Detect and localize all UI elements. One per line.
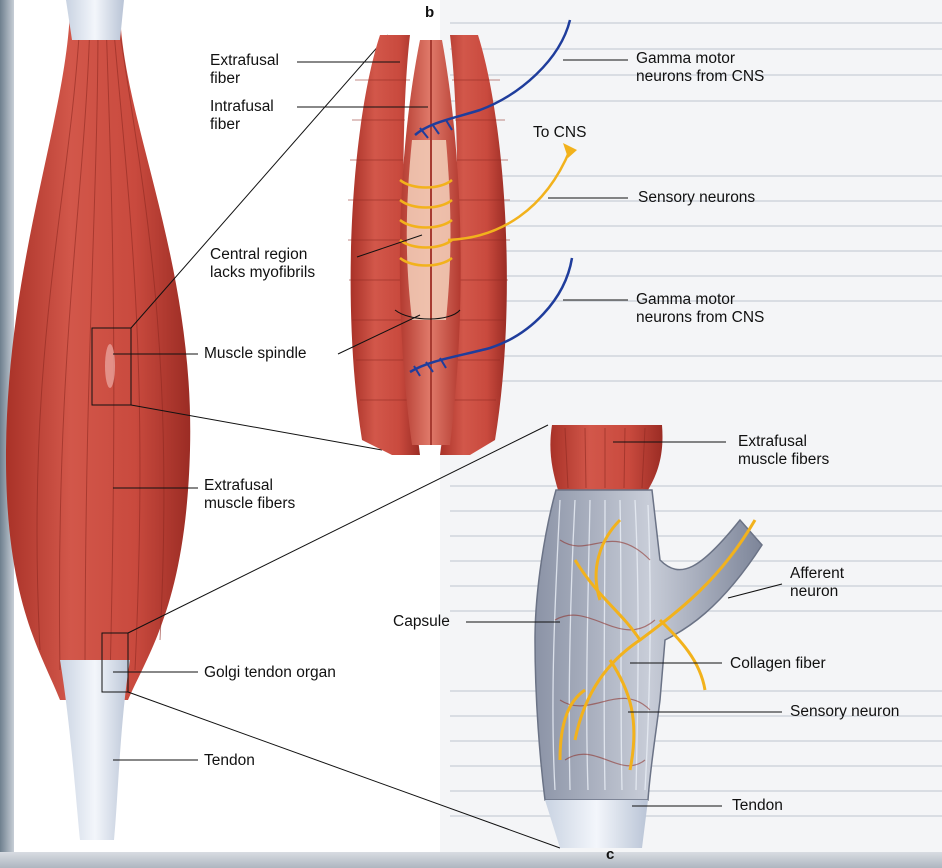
label-intrafusal-fiber: Intrafusal fiber <box>210 98 274 133</box>
label-to-cns: To CNS <box>533 124 587 141</box>
panel-label-b: b <box>425 4 435 21</box>
label-sensory-neurons: Sensory neurons <box>638 189 756 206</box>
golgi-sensory-branches <box>558 518 757 771</box>
golgi-panel <box>534 425 763 848</box>
label-golgi-tendon-organ: Golgi tendon organ <box>204 664 336 681</box>
label-central-region: Central region lacks myofibrils <box>210 246 316 281</box>
sensory-neuron-endings <box>399 149 572 267</box>
muscle-spindle-marker <box>105 344 115 388</box>
golgi-callout-box <box>101 632 129 693</box>
spindle-callout-box <box>91 327 132 406</box>
label-afferent-neuron: Afferent neuron <box>790 565 845 600</box>
motor-endings-bottom <box>413 357 447 377</box>
label-capsule: Capsule <box>393 613 450 630</box>
leader-lines <box>113 59 783 807</box>
motor-endings-top <box>419 119 453 139</box>
page-bottom-edge <box>0 852 942 868</box>
background-textbook-page <box>440 0 942 868</box>
whole-muscle <box>5 0 191 840</box>
expansion-lines <box>127 34 561 849</box>
label-tendon-right: Tendon <box>732 797 783 814</box>
spindle-panel <box>348 35 510 455</box>
gamma-motor-neuron-bottom <box>409 257 574 374</box>
label-extrafusal-fiber: Extrafusal fiber <box>210 52 279 87</box>
label-muscle-spindle: Muscle spindle <box>204 345 307 362</box>
to-cns-arrowhead <box>563 143 577 158</box>
label-extrafusal-muscle-fibers-right: Extrafusal muscle fibers <box>738 433 830 468</box>
gamma-motor-neuron-top <box>414 19 572 136</box>
spindle-capsule-bracket <box>394 309 461 320</box>
label-sensory-neuron: Sensory neuron <box>790 703 900 720</box>
label-gamma-motor-bottom: Gamma motor neurons from CNS <box>636 291 765 326</box>
label-extrafusal-muscle-fibers-left: Extrafusal muscle fibers <box>204 477 296 512</box>
label-collagen-fiber: Collagen fiber <box>730 655 826 672</box>
label-tendon-left: Tendon <box>204 752 255 769</box>
label-gamma-motor-top: Gamma motor neurons from CNS <box>636 50 765 85</box>
panel-label-c: c <box>606 846 615 863</box>
